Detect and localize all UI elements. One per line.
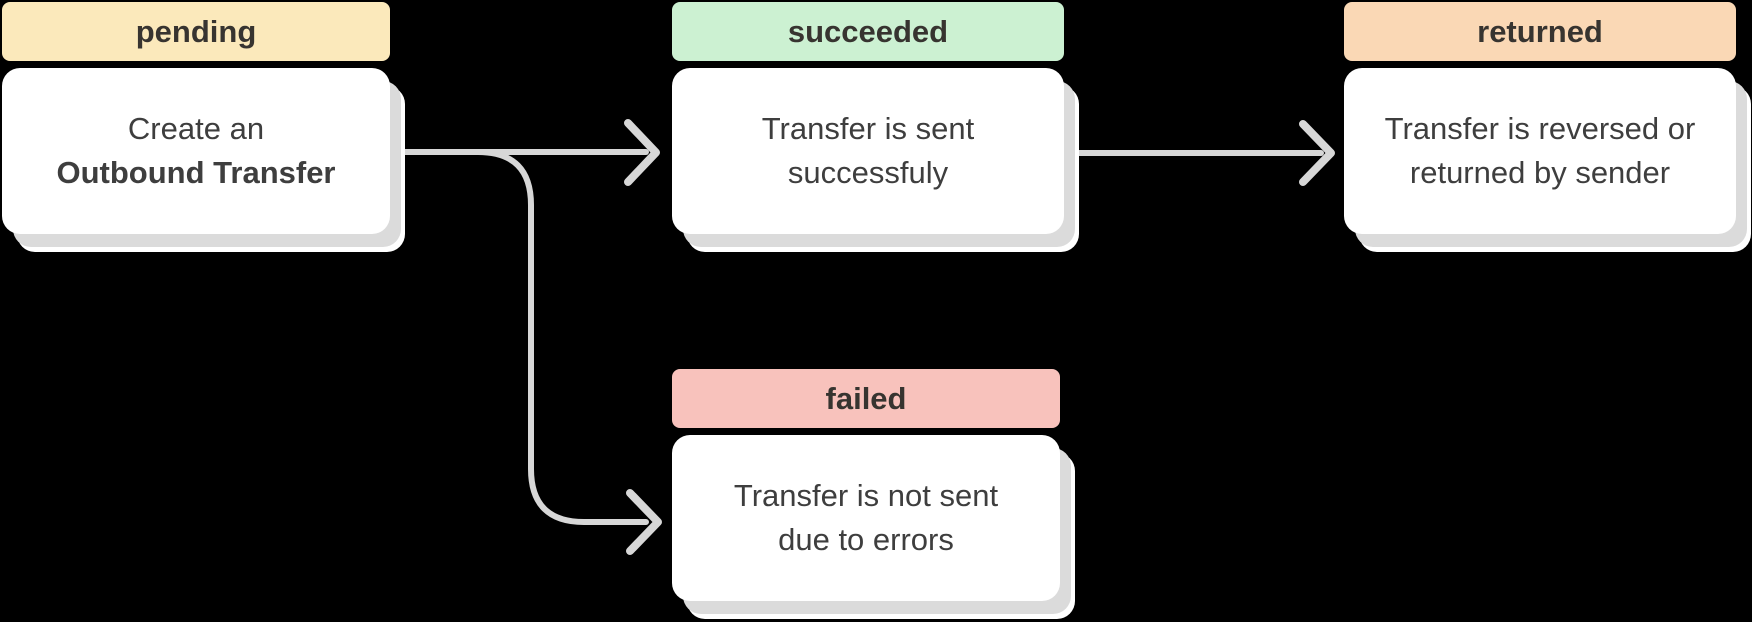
- card-text-line1: Create an: [127, 111, 265, 146]
- node-pending: pending Create an Outbound Transfer: [2, 2, 390, 234]
- card-text-line2: successfuly: [787, 155, 949, 190]
- card-text-line2: due to errors: [778, 522, 954, 557]
- state-label-failed: failed: [672, 369, 1060, 428]
- card-text-line2: returned by sender: [1409, 155, 1671, 190]
- card-text-line1: Transfer is sent: [761, 111, 975, 146]
- arrowhead-right-icon: [624, 119, 660, 186]
- node-succeeded: succeeded Transfer is sent successfuly: [672, 2, 1064, 234]
- state-card-returned: Transfer is reversed or returned by send…: [1344, 68, 1736, 234]
- state-card-failed: Transfer is not sent due to errors: [672, 435, 1060, 601]
- arrowhead-right-icon: [1299, 120, 1335, 186]
- state-label-pending: pending: [2, 2, 390, 61]
- state-label-returned: returned: [1344, 2, 1736, 61]
- state-card-pending: Create an Outbound Transfer: [2, 68, 390, 234]
- card-text-line2: Outbound Transfer: [56, 155, 336, 190]
- node-failed: failed Transfer is not sent due to error…: [672, 369, 1060, 601]
- card-text-line1: Transfer is reversed or: [1384, 111, 1696, 146]
- node-returned: returned Transfer is reversed or returne…: [1344, 2, 1736, 234]
- edge-pending-succeeded: [397, 119, 660, 186]
- edge-pending-failed: [475, 149, 662, 555]
- edge-succeeded-returned: [1073, 120, 1335, 186]
- state-card-succeeded: Transfer is sent successfuly: [672, 68, 1064, 234]
- card-text-line1: Transfer is not sent: [733, 478, 999, 513]
- arrowhead-right-icon: [626, 489, 662, 555]
- state-label-succeeded: succeeded: [672, 2, 1064, 61]
